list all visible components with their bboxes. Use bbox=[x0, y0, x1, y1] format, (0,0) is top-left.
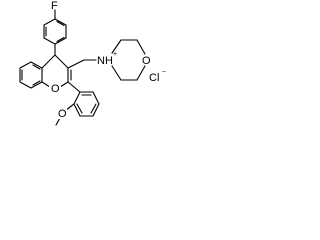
morpholinium-ring bbox=[111, 39, 146, 81]
nitrogen-label: N bbox=[97, 55, 105, 67]
positive-charge-label: + bbox=[113, 51, 117, 58]
hydrogen-label: H bbox=[105, 55, 113, 67]
methoxy-oxygen-label: O bbox=[58, 108, 67, 120]
ring-oxygen-right-label: O bbox=[142, 55, 151, 67]
benzo-ring bbox=[19, 61, 43, 89]
chemical-structure: F O N H + O Cl − O bbox=[19, 0, 166, 126]
label-mask bbox=[49, 82, 61, 94]
methylene-linker bbox=[67, 59, 97, 69]
label-mask bbox=[57, 107, 67, 119]
fluorine-label: F bbox=[51, 0, 58, 12]
fluorophenyl-ring bbox=[43, 9, 67, 56]
methoxyphenyl-ring bbox=[55, 81, 100, 126]
negative-charge-label: − bbox=[162, 69, 166, 76]
ring-oxygen-left-label: O bbox=[51, 83, 60, 95]
pyran-ring bbox=[41, 54, 72, 88]
chloride-label: Cl bbox=[149, 72, 159, 84]
